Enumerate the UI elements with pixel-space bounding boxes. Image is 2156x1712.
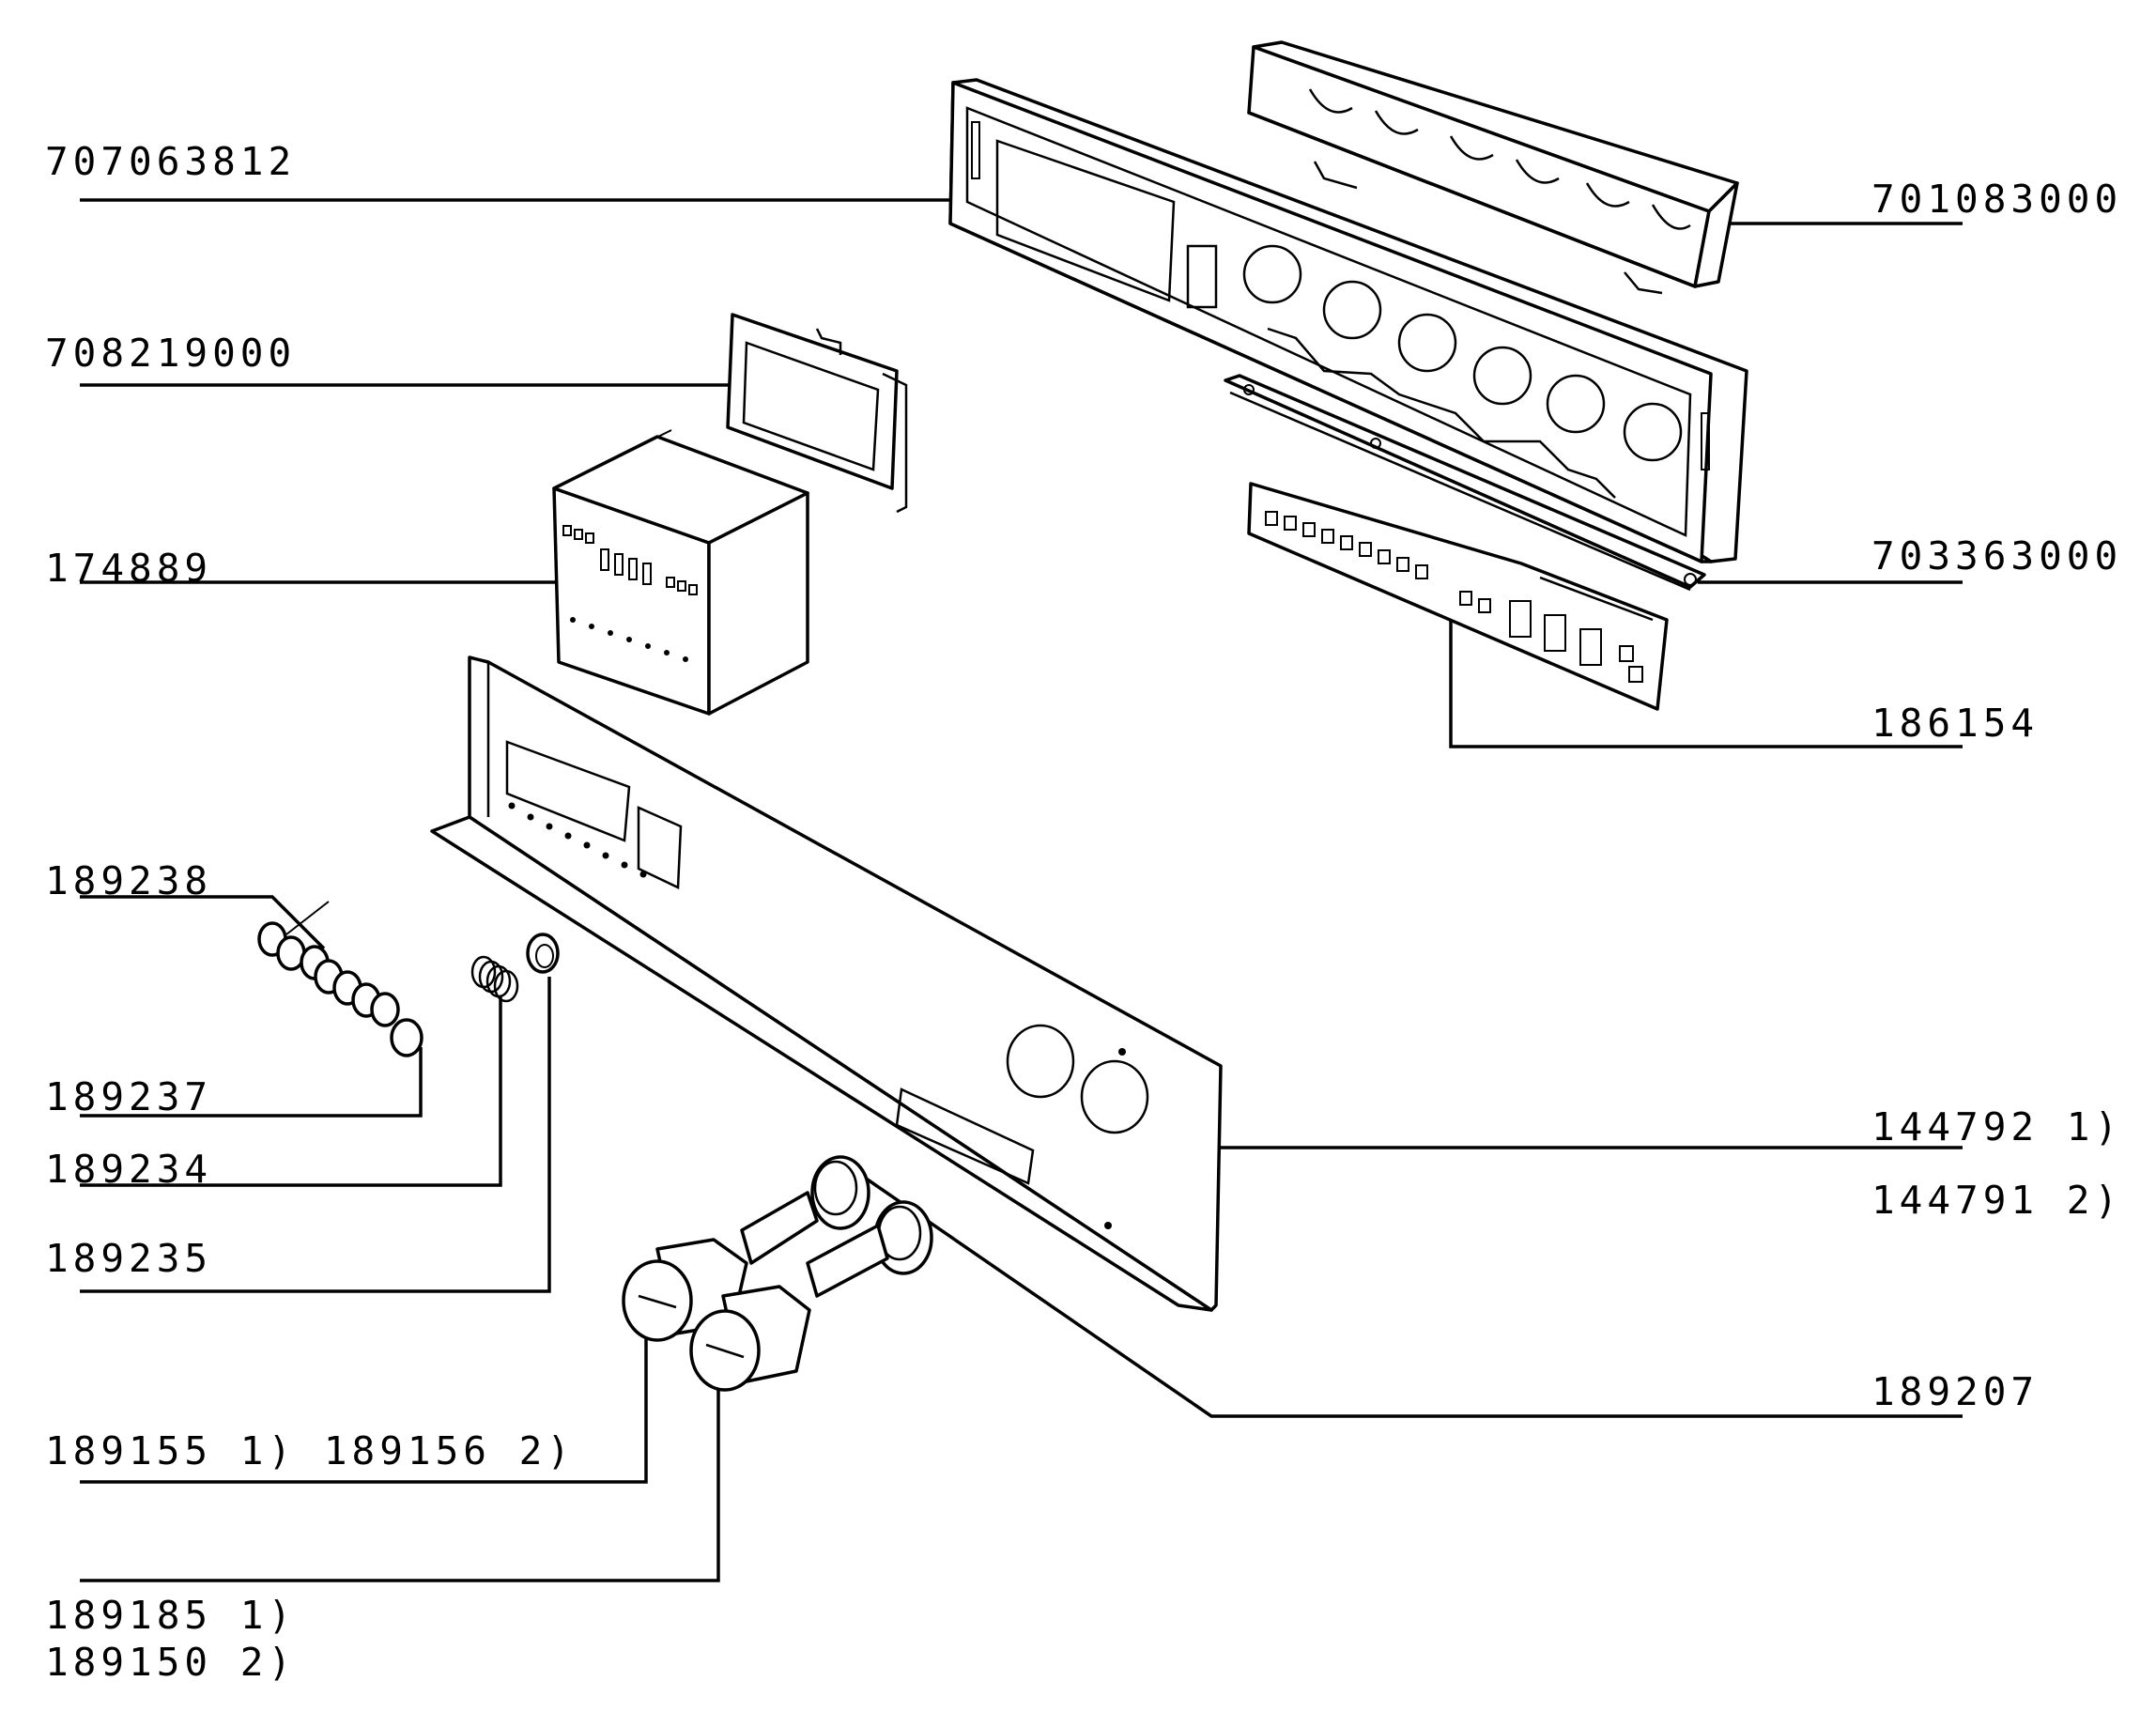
part-144792-front-panel xyxy=(430,655,1223,1312)
part-189234-spring xyxy=(470,955,519,1003)
part-189235-washer xyxy=(526,933,560,974)
part-189207-knob-shafts xyxy=(740,1155,933,1298)
leader-189185-189150 xyxy=(80,1348,720,1582)
label-189207: 189207 xyxy=(1871,1369,2040,1414)
label-707063812: 707063812 xyxy=(45,139,297,184)
label-186154: 186154 xyxy=(1871,701,2040,746)
part-174889-module xyxy=(552,429,809,716)
label-703363000: 703363000 xyxy=(1871,533,2123,578)
label-701083000: 701083000 xyxy=(1871,177,2123,222)
leader-189207 xyxy=(861,1174,1963,1418)
part-703363000-rail xyxy=(1224,374,1706,592)
part-701083000-cover xyxy=(1247,40,1739,295)
label-189235: 189235 xyxy=(45,1236,213,1281)
label-189155-189156: 189155 1) 189156 2) xyxy=(45,1428,575,1473)
leader-186154 xyxy=(1449,610,1963,748)
label-189238: 189238 xyxy=(45,858,213,903)
leader-lines xyxy=(80,198,1963,1582)
leader-189238 xyxy=(80,895,326,950)
leader-189235 xyxy=(80,977,551,1293)
label-189150: 189150 2) xyxy=(45,1640,297,1685)
part-708219000-window xyxy=(726,313,908,514)
label-189185: 189185 1) xyxy=(45,1593,297,1638)
label-174889: 174889 xyxy=(45,546,213,591)
part-189238-buttons xyxy=(257,901,424,1057)
part-189185-knob xyxy=(689,1285,811,1392)
label-708219000: 708219000 xyxy=(45,331,297,376)
part-186154-pcb xyxy=(1247,482,1669,711)
label-189237: 189237 xyxy=(45,1074,213,1119)
leader-189155-189156 xyxy=(80,1315,648,1484)
leader-189237 xyxy=(80,1047,423,1118)
leader-189234 xyxy=(80,995,502,1187)
label-144792: 144792 1) xyxy=(1871,1104,2123,1149)
label-189234: 189234 xyxy=(45,1147,213,1192)
part-707063812-frame xyxy=(948,78,1748,563)
label-144791: 144791 2) xyxy=(1871,1178,2123,1223)
